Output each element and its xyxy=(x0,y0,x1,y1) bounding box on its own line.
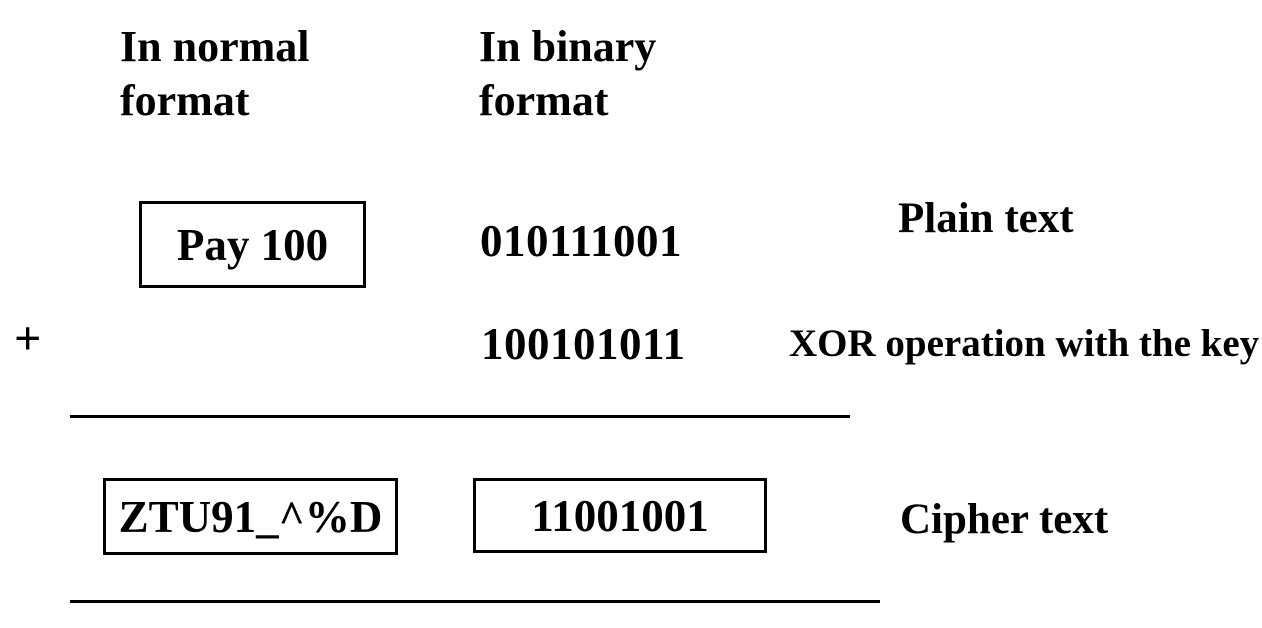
sum-divider-line xyxy=(70,415,850,418)
key-binary-value: 100101011 xyxy=(481,319,686,369)
ciphertext-normal-value: ZTU91_^%D xyxy=(118,491,383,542)
plaintext-binary-value: 010111001 xyxy=(480,216,683,266)
xor-operation-label: XOR operation with the key xyxy=(789,322,1260,365)
column-header-binary-format: In binary format xyxy=(479,22,657,125)
ciphertext-binary-box: 11001001 xyxy=(473,478,767,553)
bottom-divider-line xyxy=(70,600,880,603)
plaintext-normal-box: Pay 100 xyxy=(139,201,366,288)
plaintext-row-label: Plain text xyxy=(898,195,1074,242)
column-header-normal-format: In normal format xyxy=(120,22,310,125)
ciphertext-row-label: Cipher text xyxy=(900,496,1109,543)
ciphertext-normal-box: ZTU91_^%D xyxy=(103,478,398,555)
ciphertext-binary-value: 11001001 xyxy=(531,490,709,541)
plaintext-normal-value: Pay 100 xyxy=(176,219,329,270)
plus-operator: + xyxy=(14,312,42,365)
